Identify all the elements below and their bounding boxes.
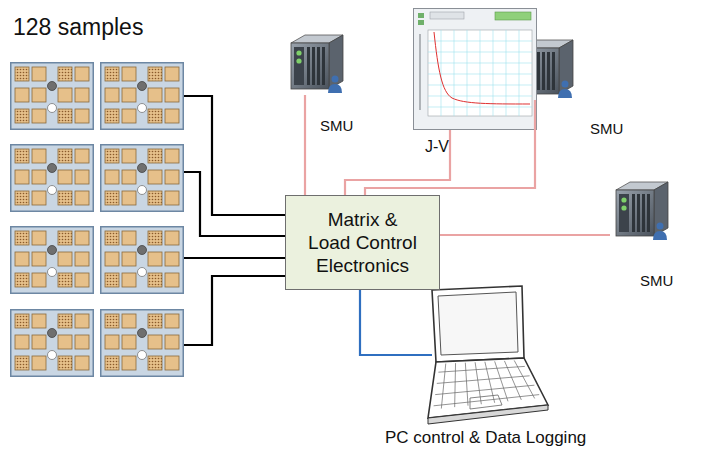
drawing-part bbox=[514, 360, 534, 398]
connector-line bbox=[304, 95, 306, 195]
jv-display-node: J-V bbox=[413, 8, 537, 130]
drawing-part bbox=[454, 30, 455, 116]
drawing-part bbox=[437, 376, 530, 384]
drawing-part bbox=[519, 30, 520, 116]
connector-line bbox=[345, 130, 450, 195]
box-label: Matrix & Load Control Electronics bbox=[306, 208, 419, 277]
drawing-part bbox=[428, 63, 532, 64]
smu-node: SMU bbox=[515, 38, 577, 100]
sample-wire bbox=[184, 172, 285, 236]
drawing-part bbox=[454, 363, 456, 407]
drawing-part bbox=[435, 385, 534, 394]
sample-wires bbox=[184, 96, 285, 345]
node-label: SMU bbox=[590, 120, 623, 137]
group-heading: 128 samples bbox=[13, 14, 143, 41]
drawing-part bbox=[470, 395, 502, 409]
sample-wire bbox=[184, 257, 285, 259]
drawing-part bbox=[467, 30, 468, 116]
smu-node: SMU bbox=[285, 33, 347, 95]
drawing-part bbox=[475, 362, 481, 404]
process-box: Matrix & Load Control Electronics bbox=[285, 195, 440, 290]
drawing-part bbox=[428, 30, 532, 116]
drawing-part bbox=[438, 366, 524, 372]
sample-board bbox=[11, 63, 94, 130]
drawing-part bbox=[418, 20, 424, 25]
drawing-part bbox=[495, 12, 531, 20]
drawing-part bbox=[441, 364, 445, 409]
drawing-part bbox=[430, 12, 464, 19]
jv-window bbox=[414, 9, 537, 130]
connector bbox=[305, 95, 306, 195]
drawing-part bbox=[434, 360, 540, 408]
drawing-part bbox=[465, 363, 468, 406]
connector bbox=[345, 130, 450, 195]
laptop-icon bbox=[428, 286, 548, 424]
smu-icon bbox=[291, 35, 343, 93]
sample-boards bbox=[11, 63, 184, 377]
sample-board bbox=[11, 310, 94, 377]
drawing-part bbox=[441, 30, 442, 116]
smu-icon bbox=[616, 182, 668, 240]
sample-wire bbox=[184, 276, 285, 345]
connector bbox=[365, 100, 535, 195]
drawing-part bbox=[506, 30, 507, 116]
drawing-part bbox=[428, 30, 532, 116]
drawing-part bbox=[504, 361, 521, 400]
drawing-part bbox=[428, 405, 548, 424]
drawing-part bbox=[428, 41, 532, 42]
drawing-part bbox=[428, 107, 532, 108]
sample-board bbox=[101, 310, 184, 377]
connector-line bbox=[365, 100, 535, 195]
connector-line bbox=[440, 234, 610, 236]
sample-board bbox=[101, 63, 184, 130]
drawing-part bbox=[434, 32, 530, 104]
node-label: SMU bbox=[640, 272, 673, 289]
connector bbox=[440, 235, 610, 236]
sample-board bbox=[11, 227, 94, 294]
drawing-part bbox=[428, 74, 532, 75]
drawing-part bbox=[414, 9, 537, 130]
drawing-part bbox=[432, 286, 524, 362]
drawing-part bbox=[428, 96, 532, 97]
drawing-part bbox=[493, 30, 494, 116]
node-label: J-V bbox=[425, 138, 449, 156]
sample-board bbox=[101, 145, 184, 212]
drawing-part bbox=[428, 52, 532, 53]
connector-line bbox=[360, 290, 432, 355]
smu-node: SMU bbox=[610, 180, 672, 242]
sample-board bbox=[101, 227, 184, 294]
pc-node: PC control & Data Logging bbox=[420, 285, 548, 425]
drawing-part bbox=[438, 292, 518, 355]
sample-board bbox=[11, 145, 94, 212]
node-label: SMU bbox=[320, 117, 353, 134]
drawing-part bbox=[419, 34, 421, 110]
node-label: PC control & Data Logging bbox=[385, 428, 586, 448]
connector bbox=[360, 290, 432, 355]
drawing-part bbox=[418, 13, 424, 18]
